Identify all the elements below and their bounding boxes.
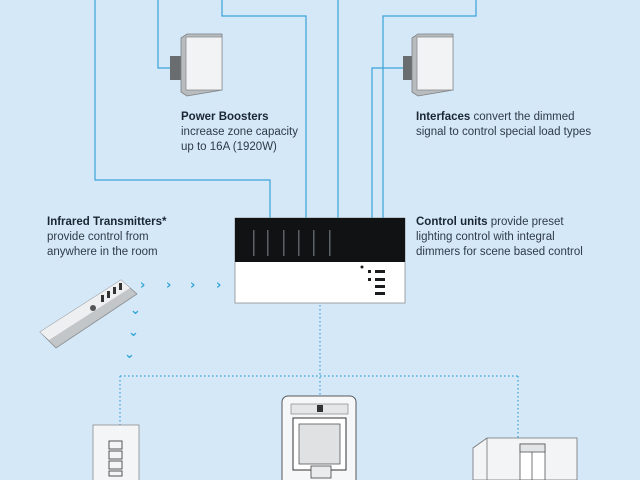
chevron-right-icon: › [140,278,146,293]
power-boosters-desc-1: increase zone capacity [181,126,298,138]
ir-remote-device [39,279,138,349]
wire-right-top [382,0,477,218]
chevron-right-icon: › [216,278,222,293]
power-booster-device [170,33,223,97]
control-units-desc-2: lighting control with integral [416,231,555,243]
infrared-transmitters-desc-2: anywhere in the room [47,246,158,258]
infrared-transmitters-label: Infrared Transmitters* provide control f… [47,215,167,260]
control-units-title: Control units [416,216,488,228]
interface-device [403,33,454,97]
interfaces-desc-2: signal to control special load types [416,126,592,138]
wire-left-outer [94,0,271,218]
control-units-label: Control units provide preset lighting co… [416,215,583,260]
power-boosters-desc-2: up to 16A (1920W) [181,141,277,153]
wire-booster-to-control [221,0,307,218]
chevron-down-icon: ⌄ [124,347,135,362]
chevron-down-icon: ⌄ [128,325,139,340]
control-unit-device [234,217,406,304]
power-boosters-title: Power Boosters [181,111,269,123]
chevron-down-icon: ⌄ [130,303,141,318]
power-boosters-label: Power Boosters increase zone capacity up… [181,110,298,155]
wiring [94,0,477,218]
touch-panel-device [281,395,357,480]
interfaces-desc-1: convert the dimmed [470,111,575,123]
control-unit-scene-buttons [360,265,385,295]
interfaces-title: Interfaces [416,111,471,123]
interfaces-label: Interfaces convert the dimmed signal to … [416,110,591,140]
control-units-desc-3: dimmers for scene based control [416,246,583,258]
control-units-desc-1: provide preset [487,216,564,228]
infrared-transmitters-title: Infrared Transmitters* [47,216,167,228]
wall-keypad-device [92,424,140,480]
chevron-right-icon: › [166,278,172,293]
control-unit-indicators [253,230,331,256]
wire-interfaces [371,67,407,218]
chevron-right-icon: › [190,278,196,293]
infrared-transmitters-desc-1: provide control from [47,231,149,243]
rack-panel-device [472,437,578,480]
dotted-network [119,305,519,445]
